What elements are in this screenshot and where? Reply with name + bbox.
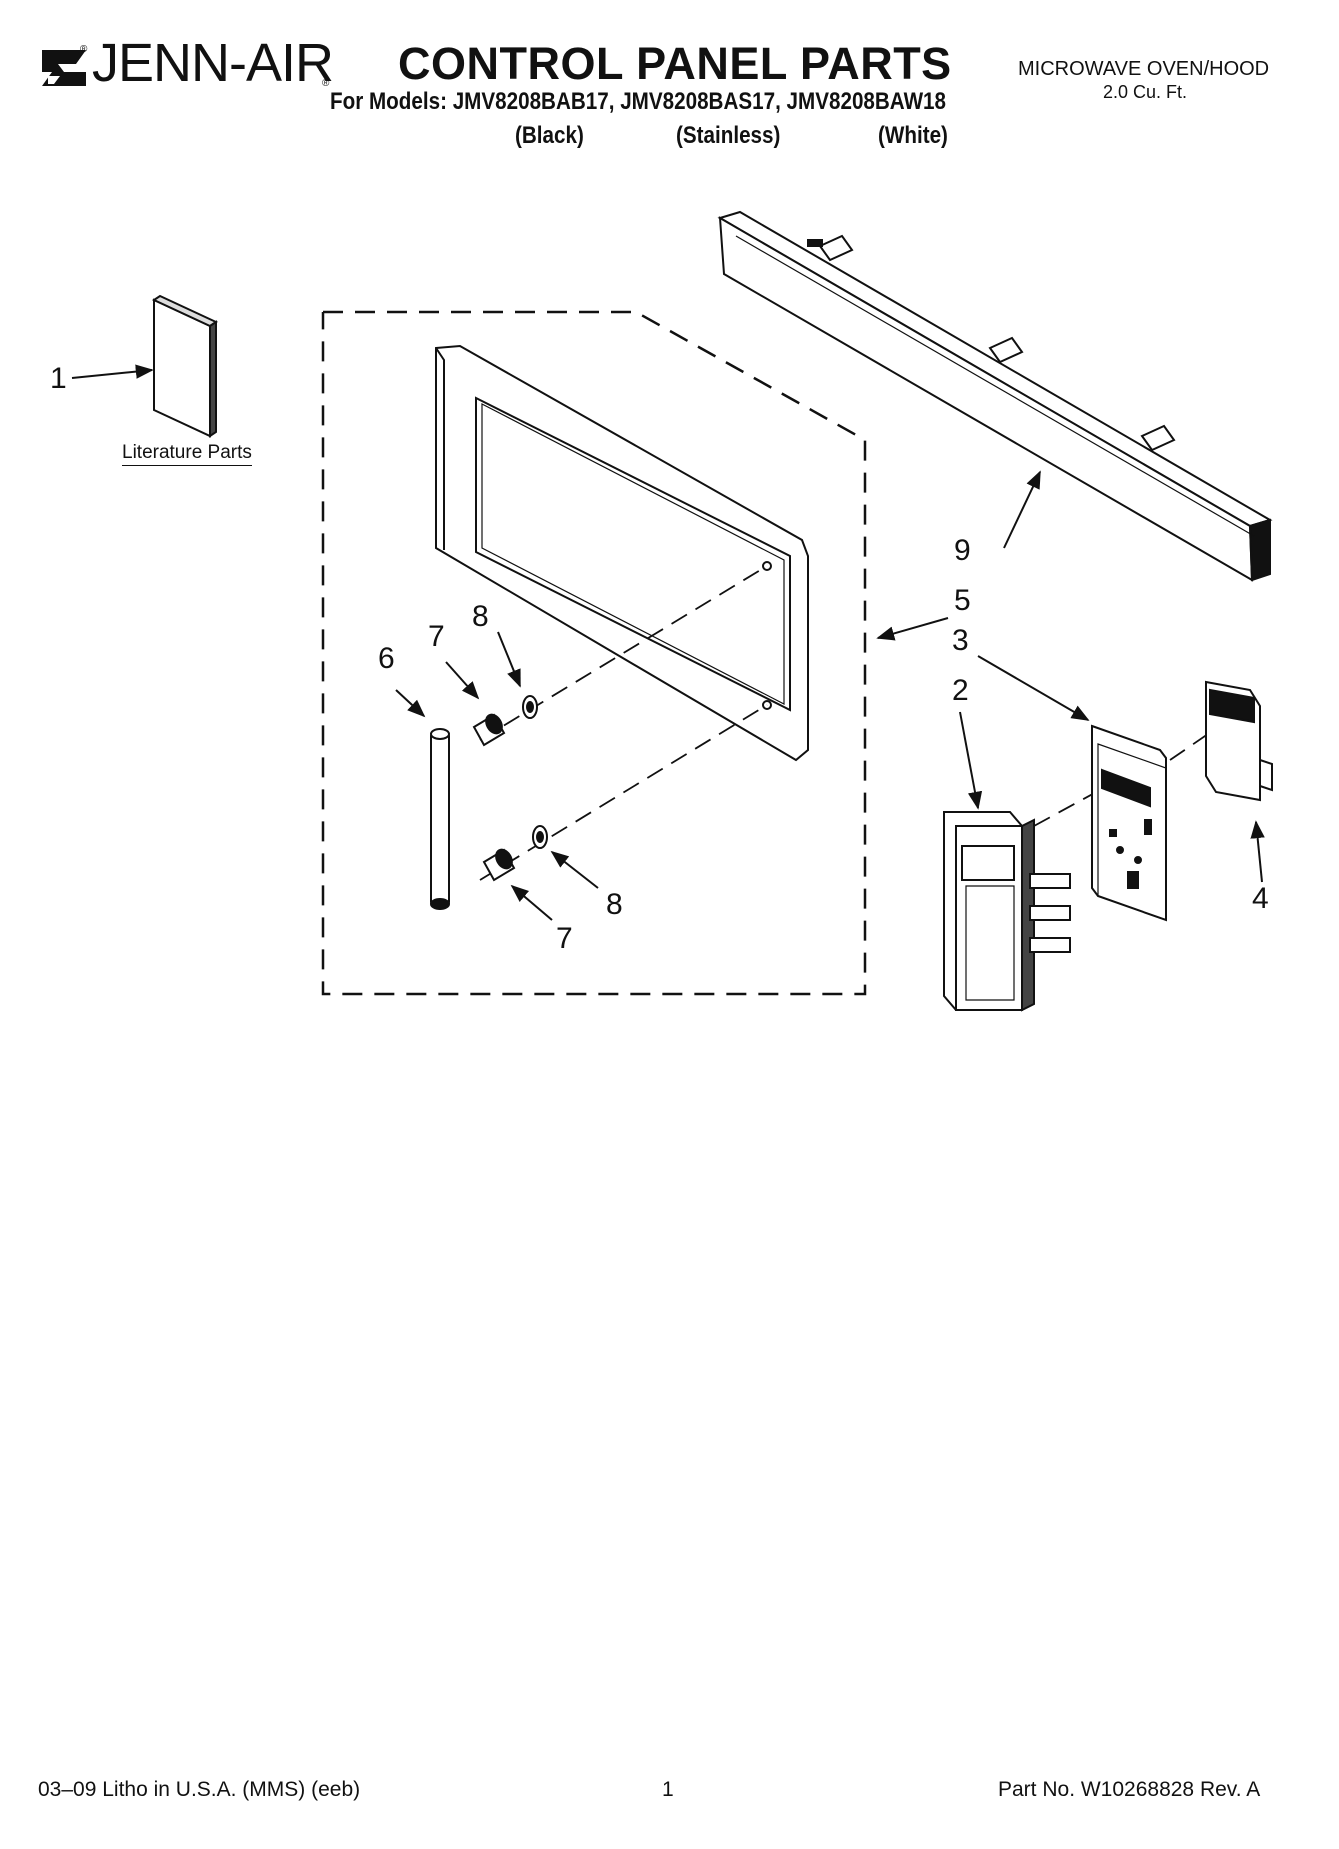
registered-mark: ® xyxy=(80,44,88,55)
page-title: CONTROL PANEL PARTS xyxy=(398,38,952,89)
brand-name: JENN-AIR xyxy=(92,33,334,93)
spacer-upper xyxy=(472,713,506,747)
callout-7-lower: 7 xyxy=(556,922,573,955)
spacer-lower xyxy=(482,848,516,882)
callout-8-lower: 8 xyxy=(606,888,623,921)
brand-logo-icon xyxy=(42,50,86,86)
display-module xyxy=(1205,680,1273,802)
literature-parts-booklet xyxy=(151,294,219,438)
callout-7-upper: 7 xyxy=(428,620,445,653)
callout-3: 3 xyxy=(952,624,969,657)
variant-stainless: (Stainless) xyxy=(676,122,781,149)
variant-black: (Black) xyxy=(515,122,584,149)
callout-9: 9 xyxy=(954,534,971,567)
registered-mark-small: ® xyxy=(322,78,330,89)
callout-8-upper: 8 xyxy=(472,600,489,633)
capacity: 2.0 Cu. Ft. xyxy=(1103,82,1188,102)
page-number: 1 xyxy=(662,1778,674,1801)
washer-lower xyxy=(532,825,548,849)
washer-upper xyxy=(522,695,538,719)
literature-parts-label: Literature Parts xyxy=(122,442,252,466)
handle-rod xyxy=(430,728,450,910)
part-number: Part No. W10268828 Rev. A xyxy=(998,1778,1261,1801)
assembly-boundary xyxy=(321,310,867,996)
trim-bar xyxy=(717,210,1273,582)
door-frame xyxy=(435,344,809,762)
control-panel-housing xyxy=(943,811,1071,1012)
callout-5: 5 xyxy=(954,584,971,617)
control-board xyxy=(1091,724,1167,922)
product-type: MICROWAVE OVEN/HOOD xyxy=(1018,58,1270,80)
variant-white: (White) xyxy=(878,122,948,149)
models-line: For Models: JMV8208BAB17, JMV8208BAS17, … xyxy=(330,88,947,115)
print-info: 03–09 Litho in U.S.A. (MMS) (eeb) xyxy=(38,1778,361,1801)
callout-2: 2 xyxy=(952,674,969,707)
callout-1: 1 xyxy=(50,362,67,395)
callout-4: 4 xyxy=(1252,882,1269,915)
leader-lines xyxy=(71,364,1265,921)
callout-6: 6 xyxy=(378,642,395,675)
